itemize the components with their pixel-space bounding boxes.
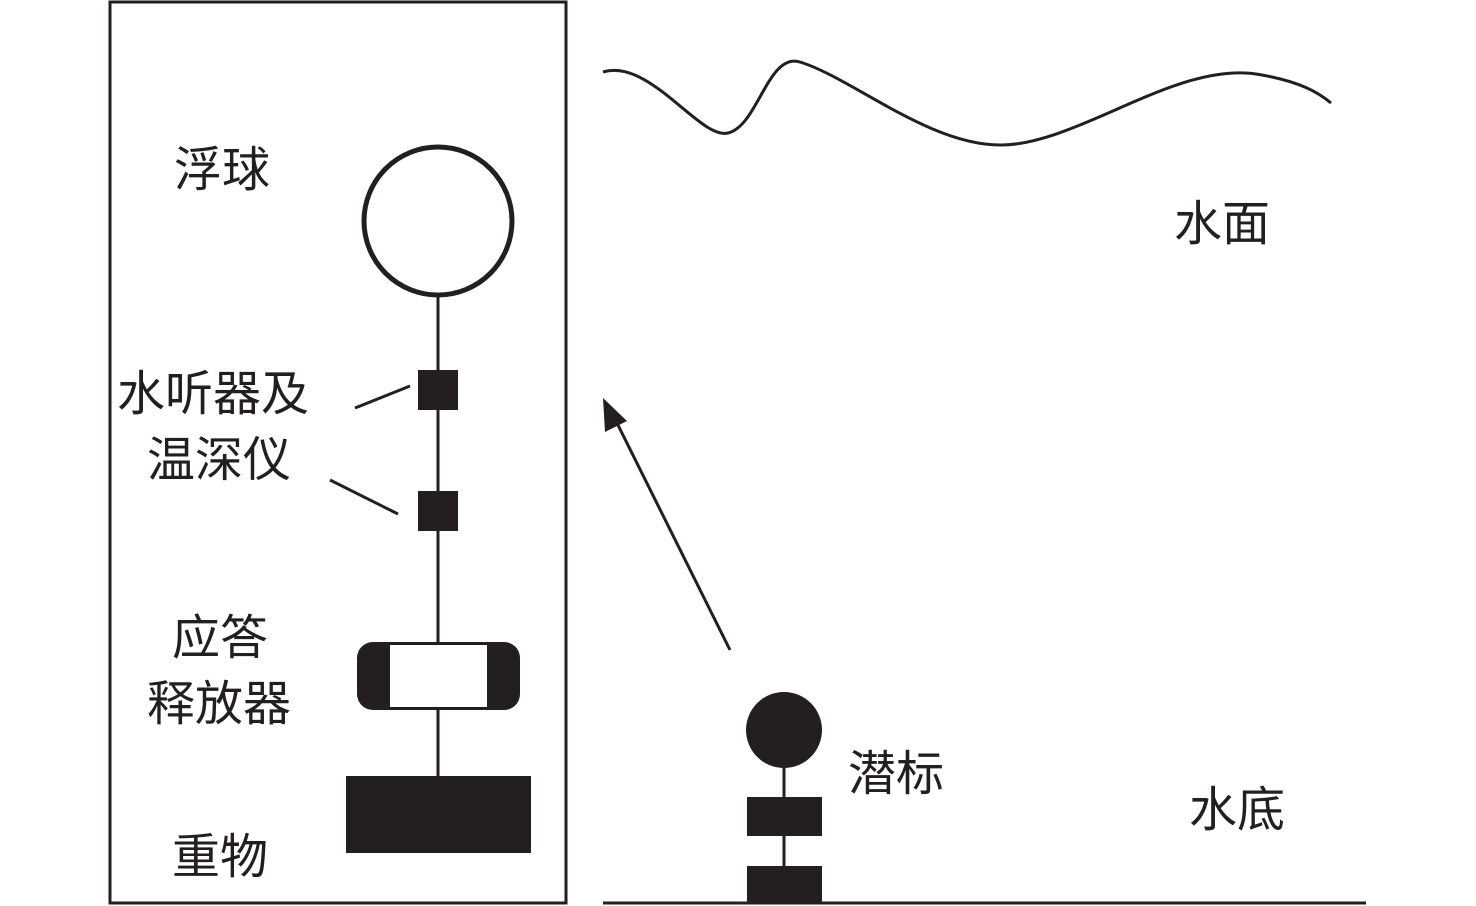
buoy-float	[746, 692, 822, 768]
buoy-anchor	[747, 866, 822, 903]
leader-line-2	[329, 478, 399, 516]
float-label: 浮球	[174, 142, 270, 198]
release-label-2: 释放器	[147, 676, 291, 732]
water-surface-wave	[602, 59, 1332, 147]
hydrophone-label-1: 水听器及	[117, 366, 309, 422]
release-label-1: 应答	[172, 610, 268, 666]
float-ball	[361, 144, 515, 298]
bottom-label: 水底	[1189, 782, 1285, 838]
surface-label: 水面	[1174, 196, 1270, 252]
leader-line-1	[354, 384, 411, 410]
buoy-label: 潜标	[848, 746, 944, 802]
hydrophone-1	[418, 370, 458, 410]
left-panel-frame	[108, 0, 568, 905]
rise-arrow	[606, 404, 732, 651]
buoy-instrument	[747, 797, 822, 836]
acoustic-release-window	[390, 645, 487, 707]
anchor-weight	[346, 776, 531, 853]
hydrophone-2	[418, 491, 458, 531]
weight-label: 重物	[172, 829, 268, 885]
rise-arrow-head	[603, 398, 627, 432]
hydrophone-label-2: 温深仪	[147, 432, 291, 488]
